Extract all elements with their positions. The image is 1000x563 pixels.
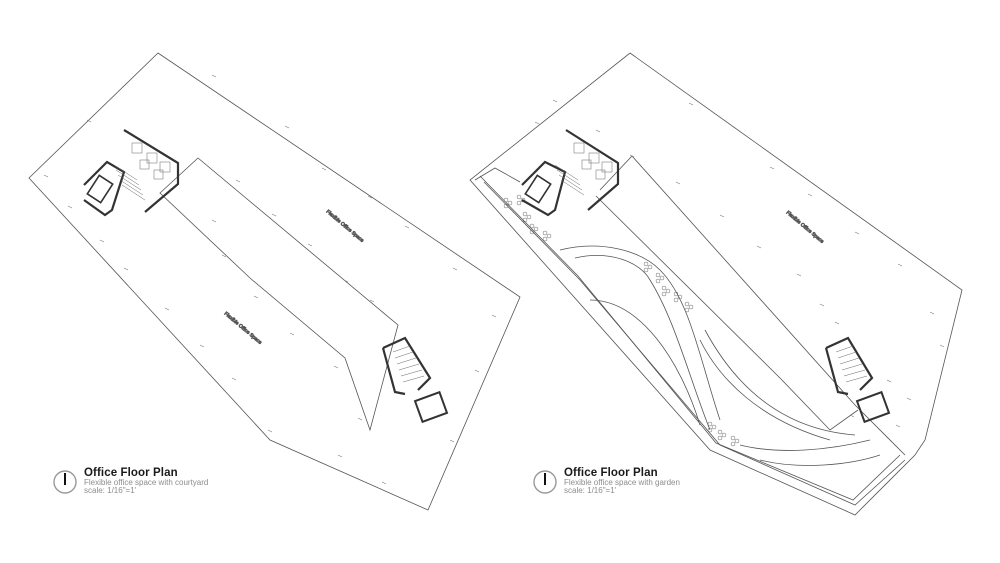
core-right [824,336,891,424]
tree-clusters [503,194,740,447]
north-arrow-icon [53,470,77,494]
room-label-1: Flexible Office Space [325,209,365,244]
garden-path-7 [704,329,856,436]
core-right-stair [835,345,868,383]
core-right-stair [392,345,425,383]
plan-subtitle: Flexible office space with courtyard [84,478,209,488]
plan-garden: Flexible Office Space [469,52,963,516]
plan-caption-right: Office Floor Plan Flexible office space … [532,467,680,496]
garden-path-2 [574,255,711,431]
plan-title: Office Floor Plan [84,467,178,479]
column-marks [43,74,497,485]
garden-path-3 [589,299,701,426]
garden-path-5 [759,454,881,466]
room-label-2: Flexible Office Space [223,311,263,346]
garden-path-4 [699,339,831,441]
plan-scale: scale: 1/16"=1' [564,486,617,496]
core-left [83,129,180,217]
column-marks [534,99,945,428]
room-label-1: Flexible Office Space [785,210,825,245]
plan-caption-left: Office Floor Plan Flexible office space … [52,467,208,496]
courtyard-void [159,157,399,432]
north-arrow-icon [533,470,557,494]
outer-boundary [28,52,521,511]
building-edge [599,155,906,456]
core-right [381,336,449,424]
core-left [521,129,620,217]
garden-path-6 [739,439,871,451]
plan-title: Office Floor Plan [564,467,658,479]
core-left-stair [554,142,613,196]
outer-boundary [469,52,963,516]
garden-inner-boundary [483,181,906,506]
plan-scale: scale: 1/16"=1' [84,486,137,496]
garden-edge [474,167,521,183]
plan-subtitle: Flexible office space with garden [564,478,680,488]
garden-path-1 [559,245,721,421]
core-left-stair [113,142,171,201]
plan-courtyard: Flexible Office Space Flexible Office Sp… [28,52,521,511]
building-edge-2 [595,195,859,431]
garden-inner-boundary-2 [479,175,901,501]
